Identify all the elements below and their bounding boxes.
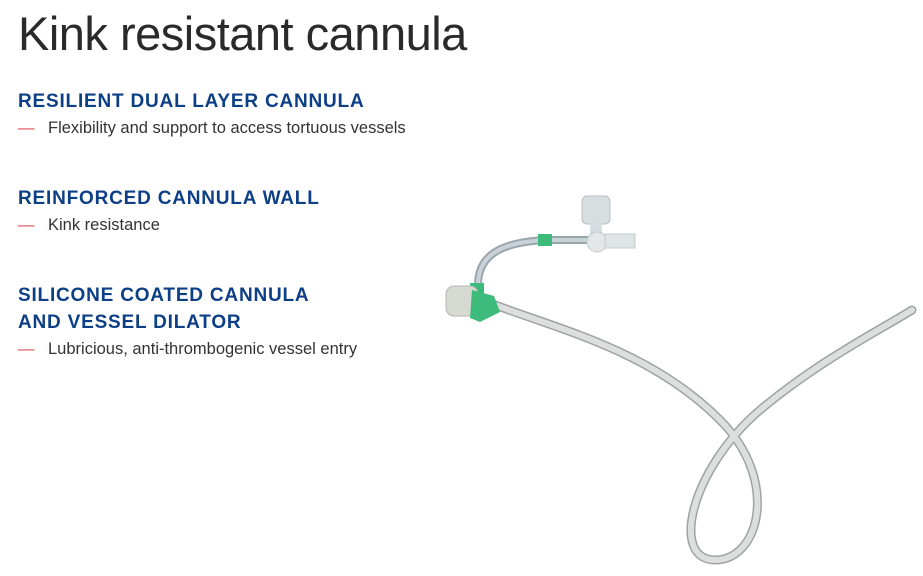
feature-heading-line1: SILICONE COATED CANNULA: [18, 285, 310, 306]
feature-reinforced-wall: REINFORCED CANNULA WALL — Kink resistance: [18, 185, 320, 235]
feature-heading-line2: AND VESSEL DILATOR: [18, 312, 242, 333]
feature-bullet: Lubricious, anti-thrombogenic vessel ent…: [48, 340, 358, 358]
feature-heading: RESILIENT DUAL LAYER CANNULA: [18, 91, 365, 112]
feature-bullet: Flexibility and support to access tortuo…: [48, 119, 406, 137]
feature-bullet: Kink resistance: [48, 216, 160, 234]
bullet-dash: —: [18, 216, 35, 234]
feature-heading: REINFORCED CANNULA WALL: [18, 188, 320, 209]
page-title: Kink resistant cannula: [18, 7, 467, 60]
feature-silicone-coated: SILICONE COATED CANNULA AND VESSEL DILAT…: [18, 282, 357, 359]
bullet-dash: —: [18, 340, 35, 358]
bullet-dash: —: [18, 119, 35, 137]
feature-dual-layer: RESILIENT DUAL LAYER CANNULA — Flexibilit…: [18, 88, 406, 138]
